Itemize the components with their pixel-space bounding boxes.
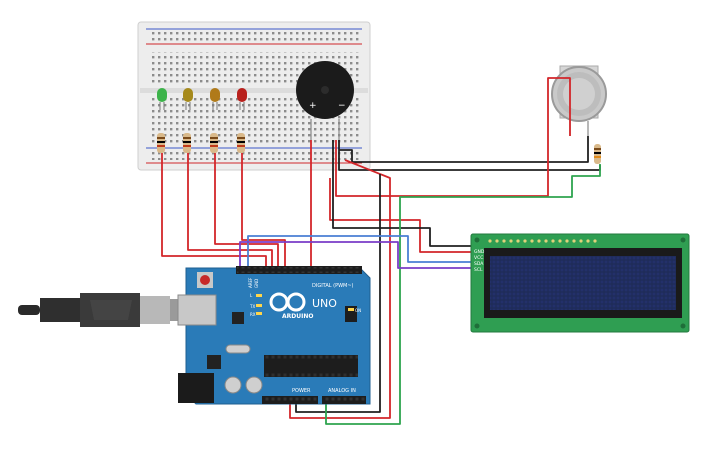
wire-sensor-gnd [339, 136, 589, 163]
lcd-screen [490, 256, 676, 310]
on-led-label: ON [355, 308, 361, 313]
wire-sensor-analog [325, 164, 601, 425]
wire-5v [289, 159, 391, 419]
gas-sensor [551, 65, 607, 136]
wire-sda [247, 235, 474, 268]
gnd-label: GND [254, 279, 259, 288]
arduino-model-label: UNO [312, 297, 337, 310]
wire-led-orange [214, 153, 279, 268]
lcd-sda-pin-label: SDA [474, 261, 484, 267]
resistor-4 [237, 133, 245, 153]
aref-label: AREF [248, 277, 253, 288]
usb-cable [18, 293, 190, 327]
lcd-module: GND VCC SDA SCL [470, 233, 690, 333]
wire-led-green [161, 153, 267, 268]
resistor-3 [210, 133, 218, 153]
wire-scl [239, 241, 474, 269]
wire-buzzer-gnd [338, 140, 601, 171]
l-label: L [250, 293, 253, 298]
analog-header-label: ANALOG IN [328, 388, 356, 394]
wire-gnd-lcd [332, 140, 474, 247]
rx-label: RX [250, 312, 256, 317]
buzzer-plus-label: + [309, 101, 317, 111]
wire-led-yellow [187, 153, 273, 268]
resistor-1 [157, 133, 165, 153]
lcd-top-pins [488, 239, 597, 243]
buzzer-minus-label: − [338, 101, 346, 111]
led-red [237, 88, 247, 110]
tx-label: TX [249, 304, 255, 309]
lcd-vcc-pin-label: VCC [474, 255, 483, 261]
resistor-2 [183, 133, 191, 153]
lcd-scl-pin-label: SCL [474, 267, 483, 273]
wire-5v-b [329, 178, 474, 253]
sensor-resistor [594, 144, 601, 164]
arduino-brand-label: ARDUINO [282, 313, 313, 320]
power-header-label: POWER [292, 388, 311, 394]
led-green [157, 88, 167, 110]
arduino-uno: ARDUINO UNO DIGITAL (PWM~) POWER ANALOG … [177, 266, 371, 405]
digital-header-label: DIGITAL (PWM~) [312, 283, 354, 289]
wire-sensor-vcc [335, 77, 571, 197]
led-yellow [183, 88, 193, 110]
wire-led-red [241, 153, 286, 268]
wire-gnd-arduino [295, 174, 381, 413]
arduino-logo-icon [269, 292, 306, 312]
piezo-buzzer: + − [296, 61, 354, 140]
lcd-gnd-pin-label: GND [474, 249, 485, 255]
wires [161, 77, 601, 425]
led-orange [210, 88, 220, 110]
